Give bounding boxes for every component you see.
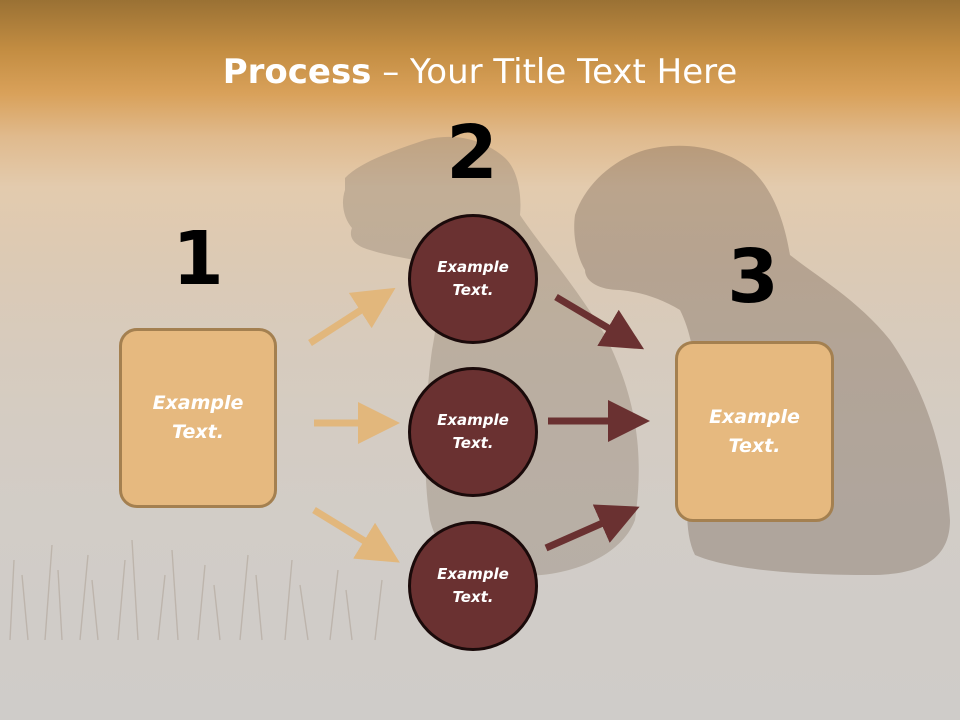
- title-rest: – Your Title Text Here: [371, 52, 738, 92]
- circle-top-line2: Text.: [452, 281, 494, 299]
- grass: [9, 539, 383, 641]
- circle-bottom-line1: Example: [437, 565, 509, 583]
- arrow-from-top-circle: [554, 293, 645, 350]
- step-3-box: Example Text.: [675, 341, 834, 522]
- circle-middle-line1: Example: [437, 411, 509, 429]
- step-1-box: Example Text.: [119, 328, 277, 508]
- step-2-circle-bottom: Example Text.: [408, 521, 538, 651]
- circle-bottom-line2: Text.: [452, 588, 494, 606]
- step-3-text-line2: Text.: [728, 434, 781, 457]
- step-1-text-line1: Example: [152, 392, 244, 414]
- step-number-2: 2: [446, 110, 498, 196]
- arrow-to-top-circle: [308, 287, 396, 346]
- arrow-to-bottom-circle: [312, 507, 400, 563]
- step-3-text-line1: Example: [709, 405, 800, 428]
- step-2-circle-middle: Example Text.: [408, 367, 538, 497]
- arrow-from-bottom-circle: [544, 504, 640, 552]
- circle-middle-line2: Text.: [452, 434, 494, 452]
- step-number-3: 3: [727, 234, 779, 320]
- slide-title: Process – Your Title Text Here: [0, 52, 960, 92]
- step-2-circle-top: Example Text.: [408, 214, 538, 344]
- circle-top-line1: Example: [437, 258, 509, 276]
- step-number-1: 1: [172, 216, 224, 302]
- step-1-text-line2: Text.: [172, 421, 224, 443]
- title-bold: Process: [222, 52, 372, 92]
